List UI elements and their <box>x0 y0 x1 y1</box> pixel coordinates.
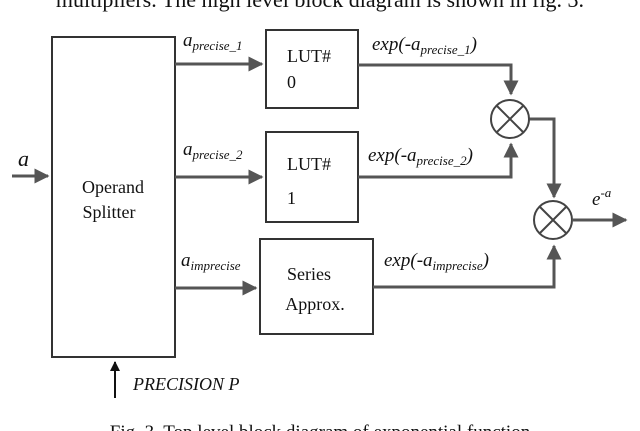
exp2-wire <box>358 142 519 179</box>
exp3-pre: exp(-a <box>384 250 433 271</box>
lut1-label-line1: LUT# <box>287 154 331 174</box>
series-label-line1: Series <box>287 264 331 284</box>
exp1-pre: exp(-a <box>372 34 421 55</box>
exp2-label: exp(-aprecise_2) <box>368 145 473 168</box>
header-text: multipliers. The high level block diagra… <box>0 0 640 12</box>
exp1-label: exp(-aprecise_1) <box>372 34 477 57</box>
lut1-block <box>265 131 359 223</box>
exp3-label: exp(-aimprecise) <box>384 250 489 273</box>
output-sup: -a <box>600 185 611 200</box>
precise2-base: a <box>183 139 193 160</box>
exp2-post: ) <box>466 145 473 166</box>
lut0-block <box>265 29 359 109</box>
multiplier-icon <box>533 200 573 240</box>
exp2-pre: exp(-a <box>368 145 417 166</box>
multiplier-icon <box>490 99 530 139</box>
precise1-base: a <box>183 30 193 51</box>
exp1-wire <box>358 63 519 96</box>
exp1-post: ) <box>470 34 477 55</box>
precise2-sub: precise_2 <box>192 147 244 162</box>
precise1-sub: precise_1 <box>192 38 243 53</box>
exp1-sub: precise_1 <box>420 42 471 57</box>
exp3-sub: imprecise <box>433 258 483 273</box>
operand-splitter-label-line1: Operand <box>82 177 144 197</box>
exp3-post: ) <box>482 250 489 271</box>
exp3-wire <box>373 244 562 289</box>
operand-splitter-label-line2: Splitter <box>83 202 136 222</box>
imprecise-label: aimprecise <box>181 250 241 273</box>
operand-splitter-block <box>51 36 176 358</box>
lut1-label-line2: 1 <box>287 188 296 208</box>
imprecise-base: a <box>181 250 191 271</box>
mult-link-wire <box>529 117 562 199</box>
imprecise-sub: imprecise <box>191 258 241 273</box>
precise2-label: aprecise_2 <box>183 139 243 162</box>
figure-caption: Fig. 3. Top level block diagram of expon… <box>0 419 640 431</box>
lut0-label-line2: 0 <box>287 72 296 92</box>
series-label-line2: Approx. <box>285 294 345 314</box>
series-approx-block <box>259 238 374 335</box>
exp2-sub: precise_2 <box>416 153 468 168</box>
lut0-label-line1: LUT# <box>287 46 331 66</box>
precision-label: PRECISION P <box>132 374 239 394</box>
output-base: e <box>592 189 600 210</box>
input-label: a <box>18 146 29 171</box>
output-label: e-a <box>592 185 612 210</box>
precise1-label: aprecise_1 <box>183 30 243 53</box>
